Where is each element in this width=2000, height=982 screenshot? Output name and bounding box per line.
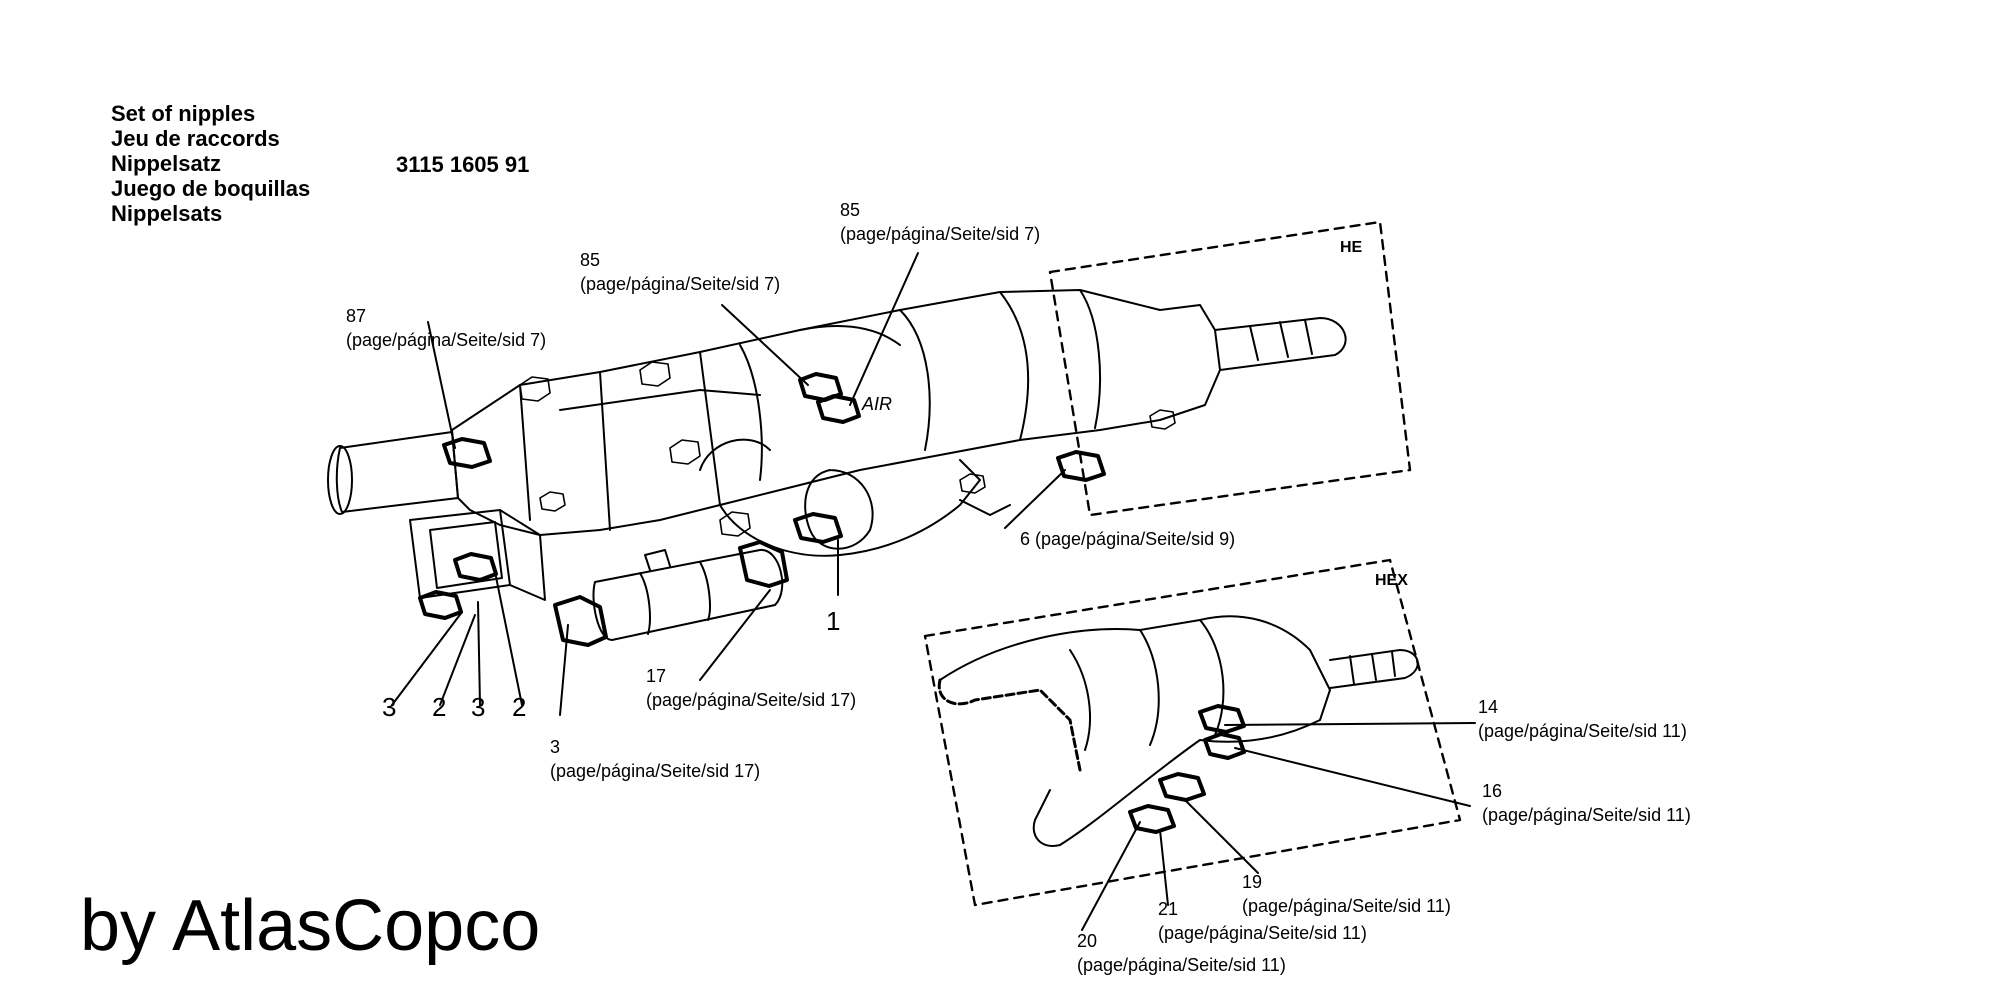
nipple-85a bbox=[798, 372, 843, 402]
title-french: Jeu de raccords bbox=[111, 126, 280, 151]
nipple-1 bbox=[793, 512, 843, 544]
callout-labels: 87 (page/página/Seite/sid 7) 85 (page/pá… bbox=[346, 200, 1691, 975]
nipple-19 bbox=[1158, 772, 1206, 802]
hex-shank bbox=[1329, 649, 1419, 689]
callout-bottom-2b: 2 bbox=[512, 692, 526, 722]
callout-1: 1 bbox=[826, 606, 840, 636]
he-label: HE bbox=[1340, 239, 1363, 256]
callout-bottom-3b: 3 bbox=[471, 692, 485, 722]
callout-19-ref: (page/página/Seite/sid 11) bbox=[1242, 896, 1451, 916]
nipple-17 bbox=[738, 540, 789, 588]
callout-bottom-3a: 3 bbox=[382, 692, 396, 722]
nipple-14 bbox=[1198, 704, 1246, 734]
callout-87-ref: (page/página/Seite/sid 7) bbox=[346, 330, 546, 350]
callout-14-ref: (page/página/Seite/sid 11) bbox=[1478, 721, 1687, 741]
upper-drill-assembly: AIR HE bbox=[327, 220, 1412, 647]
callout-21-number: 21 bbox=[1158, 899, 1178, 919]
air-label: AIR bbox=[861, 394, 892, 414]
callout-17-number: 17 bbox=[646, 666, 666, 686]
hex-housing bbox=[939, 615, 1331, 847]
nipple-85b bbox=[816, 394, 861, 424]
callout-14-number: 14 bbox=[1478, 697, 1498, 717]
hex-bolts bbox=[519, 361, 1176, 537]
he-frame bbox=[1048, 220, 1412, 517]
title-german: Nippelsatz bbox=[111, 151, 222, 176]
nipple-16 bbox=[1203, 732, 1246, 760]
hex-frame bbox=[923, 558, 1462, 907]
nipple-fittings-upper bbox=[418, 372, 1106, 647]
nipple-3 bbox=[553, 595, 608, 647]
callout-21-ref: (page/página/Seite/sid 11) bbox=[1158, 923, 1367, 943]
callout-16-ref: (page/página/Seite/sid 11) bbox=[1482, 805, 1691, 825]
callout-87-number: 87 bbox=[346, 306, 366, 326]
callout-16-number: 16 bbox=[1482, 781, 1502, 801]
callout-85a-ref: (page/página/Seite/sid 7) bbox=[580, 274, 780, 294]
brand-footer: by AtlasCopco bbox=[80, 886, 541, 966]
solenoid-cylinder bbox=[592, 548, 784, 641]
hex-label: HEX bbox=[1375, 572, 1408, 589]
callout-6: 6 (page/página/Seite/sid 9) bbox=[1020, 529, 1235, 549]
nipple-2a bbox=[453, 552, 498, 582]
title-swedish: Nippelsats bbox=[111, 201, 223, 226]
main-housing bbox=[451, 289, 1221, 536]
callout-85a-number: 85 bbox=[580, 250, 600, 270]
part-number: 3115 1605 91 bbox=[396, 152, 530, 177]
callout-3-number: 3 bbox=[550, 737, 560, 757]
callout-17-ref: (page/página/Seite/sid 17) bbox=[646, 690, 856, 710]
nipple-fittings-lower bbox=[1128, 704, 1246, 834]
lower-bracket bbox=[719, 459, 981, 557]
nipple-6 bbox=[1056, 450, 1106, 482]
callout-3-ref: (page/página/Seite/sid 17) bbox=[550, 761, 760, 781]
callout-20-ref: (page/página/Seite/sid 11) bbox=[1077, 955, 1286, 975]
front-shank bbox=[1214, 317, 1347, 371]
leader-lines bbox=[391, 252, 1476, 931]
callout-20-number: 20 bbox=[1077, 931, 1097, 951]
title-english: Set of nipples bbox=[111, 101, 256, 126]
title-spanish: Juego de boquillas bbox=[111, 176, 311, 201]
callout-85b-number: 85 bbox=[840, 200, 860, 220]
callout-bottom-2a: 2 bbox=[432, 692, 446, 722]
callout-19-number: 19 bbox=[1242, 872, 1262, 892]
lower-drill-assembly: HEX bbox=[923, 558, 1462, 907]
rear-cylinder bbox=[335, 431, 459, 513]
callout-85b-ref: (page/página/Seite/sid 7) bbox=[840, 224, 1040, 244]
nipple-87 bbox=[442, 437, 492, 469]
